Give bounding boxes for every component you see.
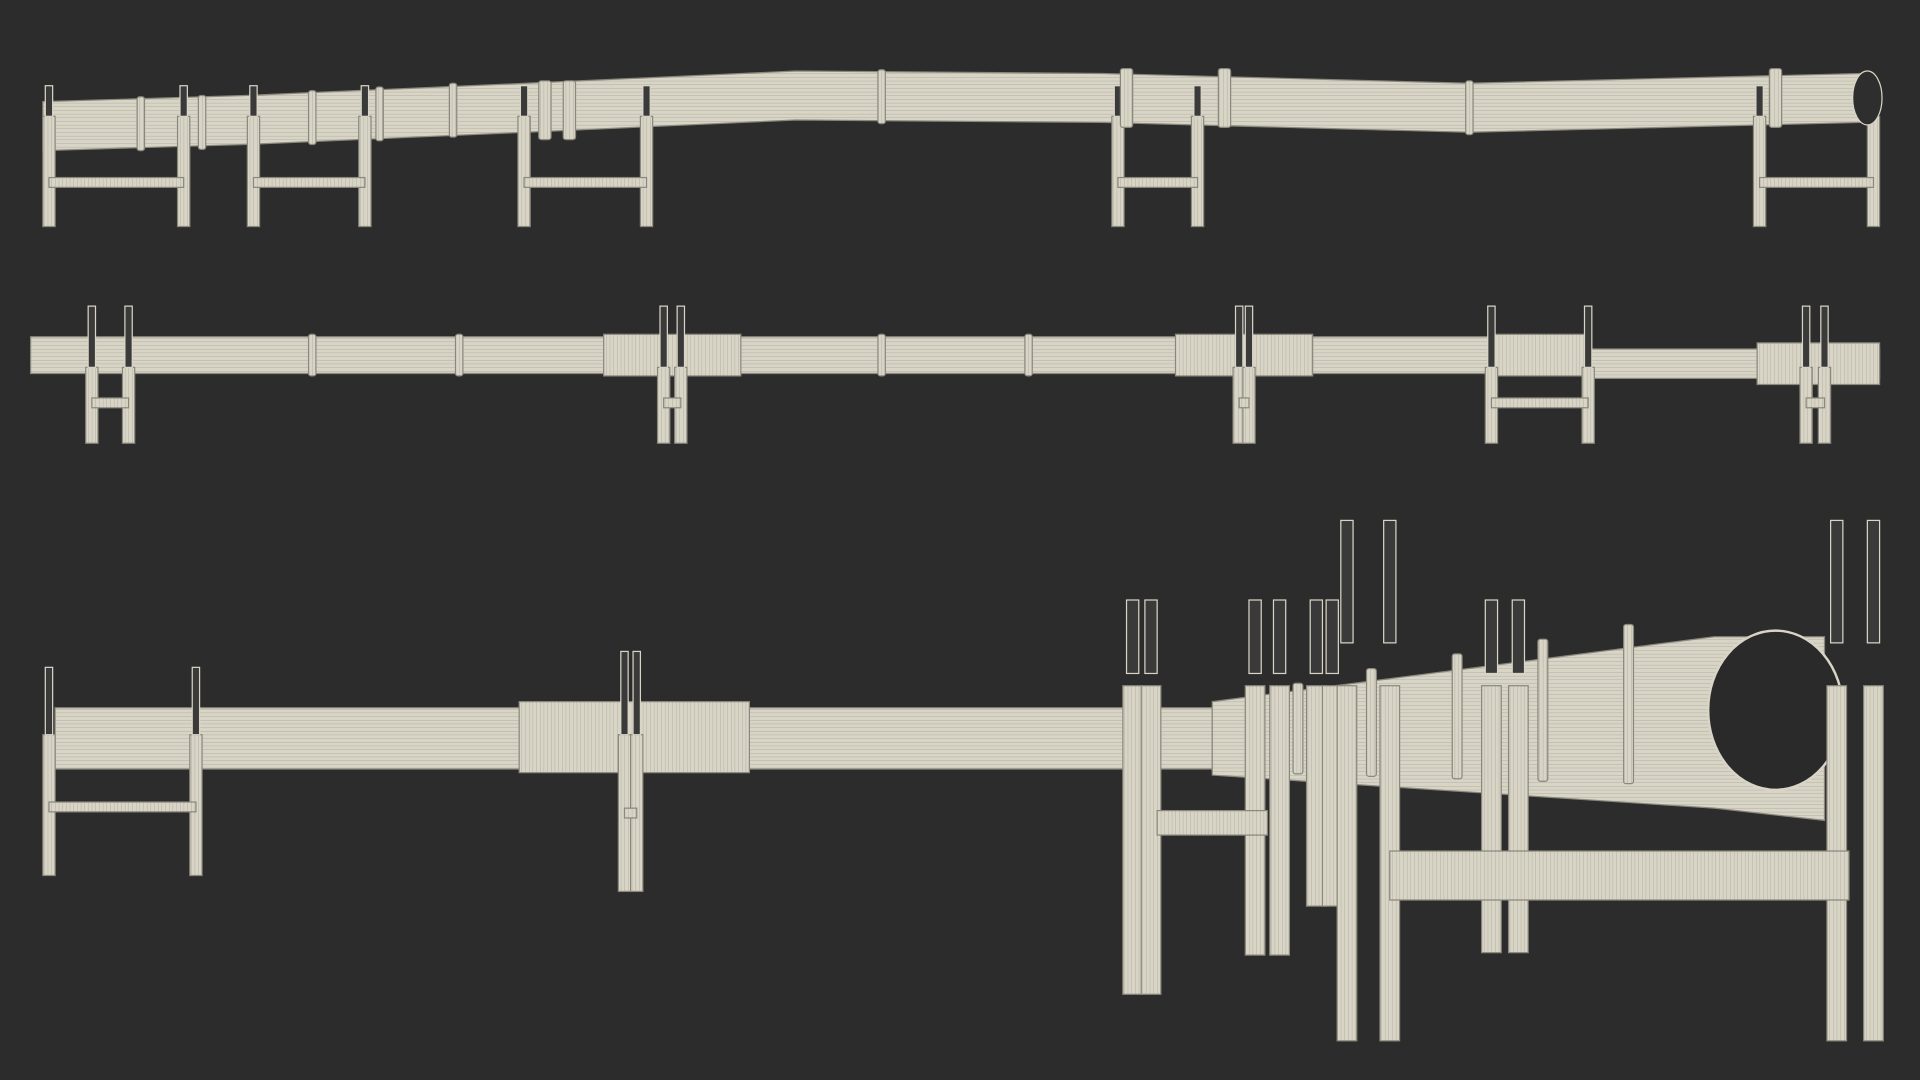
insulator-post	[124, 305, 133, 368]
insulator-post	[659, 305, 668, 368]
pipe-clamp	[375, 86, 384, 142]
support-leg	[1863, 685, 1884, 1042]
insulator-post	[1511, 599, 1526, 675]
support-crossbeam	[1238, 397, 1250, 409]
support-leg	[42, 115, 56, 228]
insulator-post	[1484, 599, 1499, 675]
pipe-clamp	[1537, 638, 1549, 782]
insulator-post	[1830, 519, 1844, 644]
support-crossbeam	[48, 176, 185, 188]
support-crossbeam	[623, 807, 638, 819]
pipe-clamp	[1768, 67, 1783, 128]
pipe-clamp	[1451, 653, 1463, 780]
pipe-clamp	[454, 333, 464, 377]
insulator-post	[191, 666, 201, 736]
insulator-post	[87, 305, 97, 368]
pipe-segment	[30, 336, 1589, 375]
insulator-post	[620, 650, 629, 736]
insulator-post	[1125, 599, 1140, 675]
insulator-post	[1272, 599, 1287, 675]
support-leg	[1752, 115, 1767, 228]
pipe-clamp	[603, 333, 742, 377]
pipeline-side-view-middle	[30, 305, 1881, 444]
support-leg	[1190, 115, 1205, 228]
support-crossbeam	[91, 397, 130, 409]
insulator-post	[1325, 599, 1339, 675]
insulator-post	[1193, 85, 1202, 117]
support-crossbeam	[252, 176, 366, 188]
support-crossbeam	[1490, 397, 1589, 409]
support-crossbeam	[663, 397, 682, 409]
insulator-post	[44, 666, 54, 736]
pipe-clamp	[1465, 80, 1474, 136]
support-crossbeam	[1156, 810, 1268, 836]
pipe-clamp	[1490, 333, 1591, 377]
support-leg	[517, 115, 531, 228]
pipe-clamp	[877, 69, 886, 125]
insulator-post	[44, 85, 54, 117]
support-crossbeam	[1389, 850, 1850, 901]
support-crossbeam	[1117, 176, 1199, 188]
pipe-clamp	[307, 333, 317, 377]
insulator-post	[1755, 85, 1764, 117]
pipe-clamp	[197, 94, 207, 150]
support-leg	[1336, 685, 1358, 1042]
support-crossbeam	[1758, 176, 1875, 188]
support-crossbeam	[523, 176, 648, 188]
insulator-post	[1820, 305, 1829, 368]
pipe-clamp	[136, 96, 146, 152]
pipe-clamp	[448, 82, 458, 138]
pipe-clamp	[538, 80, 552, 141]
insulator-post	[1248, 599, 1262, 675]
insulator-post	[1383, 519, 1397, 644]
support-crossbeam	[48, 801, 197, 813]
support-leg	[1140, 685, 1162, 995]
insulator-post	[360, 85, 370, 117]
insulator-post	[1801, 305, 1811, 368]
insulator-post	[632, 650, 642, 736]
support-leg	[1866, 115, 1881, 228]
insulator-post	[1583, 305, 1593, 368]
pipe-clamp	[877, 333, 886, 377]
pipe-clamp	[1119, 67, 1134, 128]
insulator-post	[1487, 305, 1496, 368]
insulator-post	[1144, 599, 1158, 675]
pipeline-side-view-top	[42, 67, 1883, 228]
pipe-clamp	[307, 90, 317, 146]
insulator-post	[1309, 599, 1324, 675]
pipe-clamp	[1623, 623, 1635, 785]
insulator-post	[676, 305, 686, 368]
pipe-clamp	[1365, 667, 1377, 777]
pipe-clamp	[562, 80, 577, 141]
support-leg	[1122, 685, 1144, 995]
insulator-post	[642, 85, 651, 117]
support-leg	[1269, 685, 1290, 956]
support-leg	[1507, 685, 1529, 954]
pipe-clamp	[1292, 682, 1304, 775]
support-leg	[246, 115, 261, 228]
pipe-end-opening	[1852, 70, 1883, 126]
insulator-post	[249, 85, 258, 117]
insulator-post	[179, 85, 188, 117]
pipeline-perspective-view-bottom	[42, 519, 1884, 1042]
support-leg	[1111, 115, 1125, 228]
support-leg	[358, 115, 372, 228]
pipe-clamp	[1024, 333, 1033, 377]
support-leg	[639, 115, 654, 228]
support-leg	[176, 115, 191, 228]
pipe-clamp	[1217, 67, 1232, 128]
insulator-post	[1340, 519, 1354, 644]
insulator-post	[1234, 305, 1244, 368]
insulator-post	[519, 85, 529, 117]
insulator-post	[1244, 305, 1254, 368]
insulator-post	[1866, 519, 1881, 644]
pipe-end-opening	[1706, 629, 1845, 792]
support-crossbeam	[1805, 397, 1826, 409]
support-leg	[1481, 685, 1502, 954]
